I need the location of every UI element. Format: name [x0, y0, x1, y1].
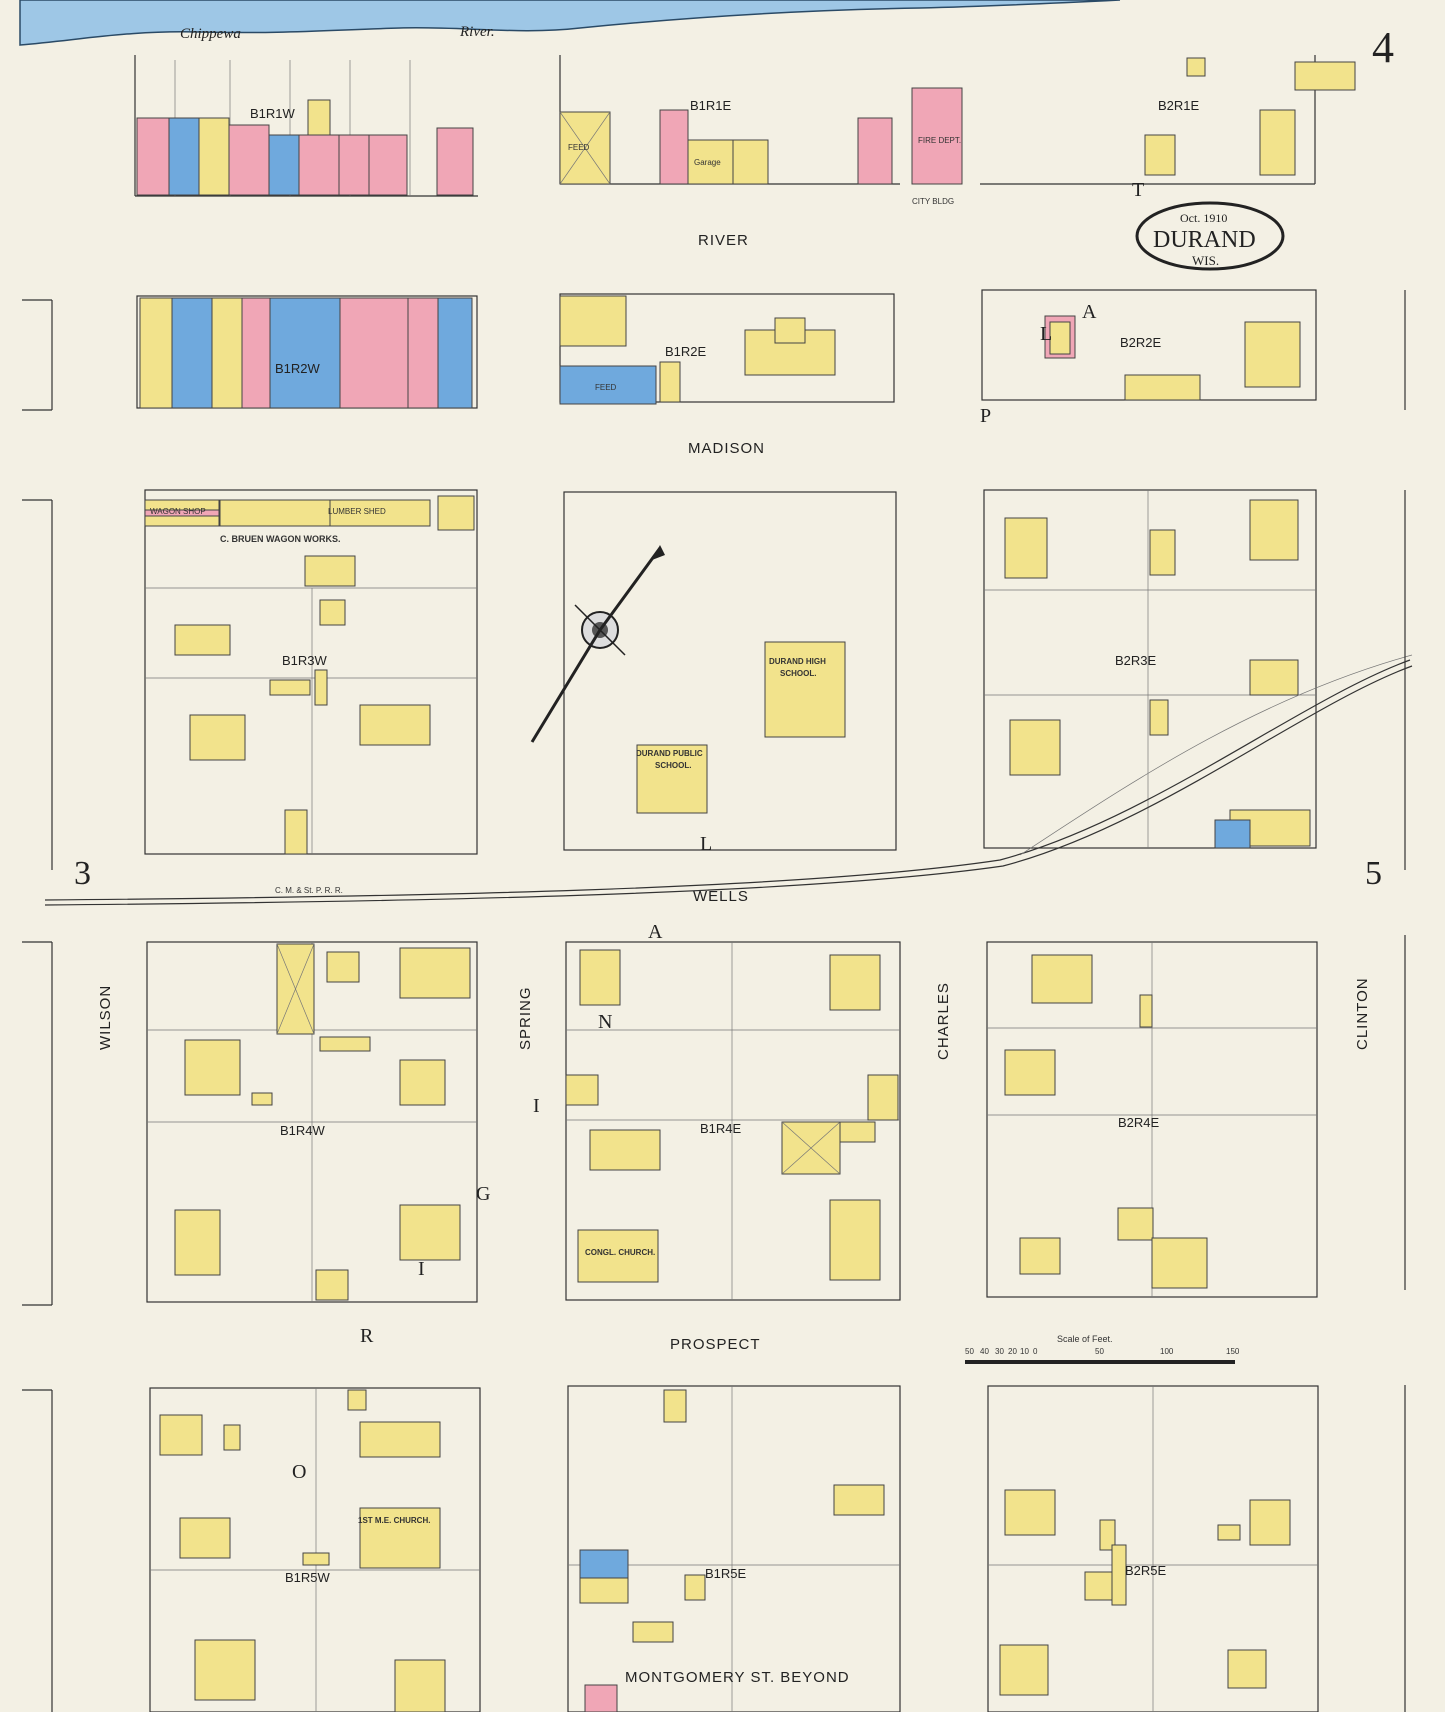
block-b2r1e: B2R1E — [980, 55, 1356, 185]
label-wagon-works: C. BRUEN WAGON WORKS. — [220, 534, 341, 544]
original-letter-n: N — [598, 1011, 612, 1033]
label-me-church: 1ST M.E. CHURCH. — [358, 1516, 430, 1525]
scale-tick-2: 30 — [995, 1347, 1004, 1356]
block-b2r3e: B2R3E — [983, 489, 1317, 849]
label-feed-2: FEED — [595, 383, 617, 392]
original-letter-i2: I — [418, 1258, 425, 1280]
compass-rose-icon — [530, 545, 665, 743]
street-wilson: WILSON — [97, 985, 114, 1050]
original-letter-a: A — [648, 921, 663, 943]
stamp-date: Oct. 1910 — [1180, 211, 1227, 225]
label-garage: Garage — [694, 158, 721, 167]
block-b1r2w: B1R2W — [136, 295, 478, 409]
label-high-school-2: SCHOOL. — [780, 669, 816, 678]
chippewa-river — [19, 0, 1121, 46]
block-label-b1r5w: B1R5W — [285, 1570, 331, 1585]
block-b1r4e: CONGL. CHURCH. B1R4E — [565, 941, 901, 1301]
river-name-1: Chippewa — [180, 26, 241, 42]
block-label-b1r1e: B1R1E — [690, 98, 732, 113]
street-spring: SPRING — [517, 986, 534, 1050]
block-label-b2r4e: B2R4E — [1118, 1115, 1160, 1130]
original-letter-o: O — [292, 1461, 306, 1483]
plat-letter-p: P — [980, 405, 991, 427]
street-river: RIVER — [698, 232, 749, 249]
block-label-b1r5e: B1R5E — [705, 1566, 747, 1581]
block-label-b2r5e: B2R5E — [1125, 1563, 1167, 1578]
scale-bar: Scale of Feet. 50 40 30 20 10 0 50 100 1… — [965, 1334, 1240, 1364]
original-letter-r: R — [360, 1325, 374, 1347]
street-madison: MADISON — [688, 440, 765, 457]
note-montgomery-st: MONTGOMERY ST. BEYOND — [625, 1669, 850, 1686]
block-b1r5e: B1R5E — [567, 1385, 901, 1712]
original-letter-l: L — [700, 833, 712, 855]
block-b1r2e: FEED B1R2E — [559, 293, 895, 405]
street-prospect: PROSPECT — [670, 1336, 761, 1353]
label-city-bldg: CITY BLDG — [912, 197, 954, 206]
sheet-number: 4 — [1372, 23, 1394, 72]
block-label-b2r1e: B2R1E — [1158, 98, 1200, 113]
label-lumber-shed: LUMBER SHED — [328, 507, 386, 516]
block-label-b1r4w: B1R4W — [280, 1123, 326, 1138]
block-label-b1r2w: B1R2W — [275, 361, 321, 376]
block-b2r5e: B2R5E — [987, 1385, 1319, 1712]
adjacent-sheet-left: 3 — [74, 855, 91, 892]
river-name-2: River. — [459, 24, 495, 40]
label-feed-1: FEED — [568, 143, 590, 152]
block-label-b1r1w: B1R1W — [250, 106, 296, 121]
label-public-school-2: SCHOOL. — [655, 761, 691, 770]
railroad-track: C. M. & St. P. R. R. — [44, 654, 1413, 906]
plat-letter-l: L — [1040, 323, 1052, 345]
block-b1r4w: B1R4W — [146, 941, 478, 1303]
label-cong-church: CONGL. CHURCH. — [585, 1248, 655, 1257]
label-high-school-1: DURAND HIGH — [769, 657, 826, 666]
block-b1r5w: 1ST M.E. CHURCH. B1R5W — [149, 1387, 481, 1712]
block-b1r3w: WAGON SHOP LUMBER SHED C. BRUEN WAGON WO… — [144, 489, 478, 855]
street-wells: WELLS — [693, 888, 749, 905]
original-letter-i: I — [533, 1095, 540, 1117]
stamp-state: WIS. — [1192, 253, 1219, 268]
stamp-city: DURAND — [1153, 227, 1256, 253]
block-label-b1r4e: B1R4E — [700, 1121, 742, 1136]
date-stamp: Oct. 1910 DURAND WIS. — [1135, 201, 1285, 271]
street-clinton: CLINTON — [1354, 977, 1371, 1050]
scale-label: Scale of Feet. — [1057, 1334, 1113, 1344]
school-block: DURAND HIGH SCHOOL. DURAND PUBLIC SCHOOL… — [530, 491, 897, 851]
plat-letter-t: T — [1132, 179, 1144, 201]
scale-tick-6: 50 — [1095, 1347, 1104, 1356]
scale-tick-3: 20 — [1008, 1347, 1017, 1356]
plat-letter-a: A — [1082, 301, 1097, 323]
block-label-b1r2e: B1R2E — [665, 344, 707, 359]
block-b1r1e: FIRE DEPT. CITY BLDG Garage FEED B1R1E — [559, 55, 963, 206]
adjacent-sheet-right: 5 — [1365, 855, 1382, 892]
block-label-b2r2e: B2R2E — [1120, 335, 1162, 350]
scale-tick-4: 10 — [1020, 1347, 1029, 1356]
scale-tick-0: 50 — [965, 1347, 974, 1356]
scale-tick-5: 0 — [1033, 1347, 1038, 1356]
block-label-b1r3w: B1R3W — [282, 653, 328, 668]
scale-tick-8: 150 — [1226, 1347, 1240, 1356]
label-fire-dept: FIRE DEPT. — [918, 136, 961, 145]
scale-tick-1: 40 — [980, 1347, 989, 1356]
block-b2r4e: B2R4E — [986, 941, 1318, 1298]
block-label-b2r3e: B2R3E — [1115, 653, 1157, 668]
label-wagon-shop: WAGON SHOP — [150, 507, 206, 516]
block-b1r1w: B1R1W — [134, 55, 478, 197]
label-railroad: C. M. & St. P. R. R. — [275, 886, 343, 895]
original-letter-g: G — [476, 1183, 490, 1205]
label-public-school-1: DURAND PUBLIC — [636, 749, 703, 758]
scale-tick-7: 100 — [1160, 1347, 1174, 1356]
street-charles: CHARLES — [935, 982, 952, 1060]
block-b2r2e: B2R2E — [981, 289, 1317, 401]
